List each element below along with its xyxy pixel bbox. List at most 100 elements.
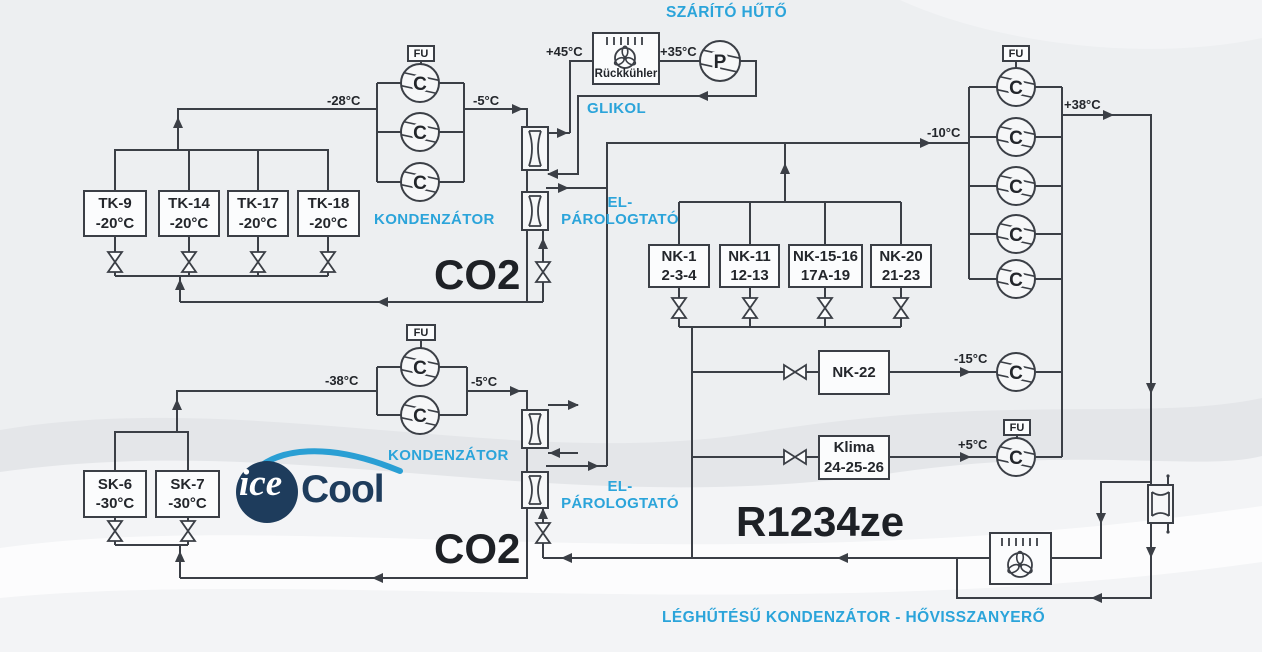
- valve-icon: [319, 251, 337, 273]
- flow-arrow-icon: [512, 104, 523, 114]
- compressor-symbol-label: C: [413, 173, 427, 194]
- tk-suction-temp: -28°C: [327, 93, 361, 108]
- air-cooled-condenser-box: [989, 532, 1052, 585]
- compressor-symbol: C: [996, 67, 1036, 107]
- background-band: [0, 506, 1262, 598]
- pump-symbol-label: P: [714, 52, 727, 73]
- szarito-huto-label: SZÁRÍTÓ HŰTŐ: [666, 4, 788, 21]
- valve-icon: [179, 520, 197, 542]
- tk14-cold-room-box: TK-14 -20°C: [158, 190, 220, 237]
- flow-arrow-icon: [561, 553, 572, 563]
- valve-icon: [534, 522, 552, 544]
- flow-arrow-icon: [172, 399, 182, 410]
- flow-arrow-icon: [372, 573, 383, 583]
- unit-sub: 24-25-26: [823, 458, 885, 476]
- valve-icon: [741, 297, 759, 319]
- unit-name: NK-15-16: [792, 247, 859, 265]
- compressor-symbol-label: C: [413, 358, 427, 379]
- unit-name: SK-7: [170, 475, 205, 493]
- dry-cooler-box: Rückkühler: [592, 32, 660, 85]
- co2-lower-label: CO2: [434, 525, 521, 572]
- label-line2: PÁROLOGTATÓ: [561, 211, 679, 229]
- klima-box: Klima 24-25-26: [818, 435, 890, 480]
- compressor-symbol-label: C: [1009, 225, 1023, 246]
- flow-arrow-icon: [568, 400, 579, 410]
- unit-name: SK-6: [97, 475, 133, 493]
- glycol-hot-temp: +45°C: [546, 44, 583, 59]
- compressor-symbol: C: [996, 352, 1036, 392]
- pipe-segment: [464, 108, 528, 127]
- unit-temp: -30°C: [168, 495, 207, 512]
- compressor-symbol-label: C: [413, 123, 427, 144]
- compressor-symbol: C: [400, 63, 440, 103]
- pipe-segment: [606, 142, 968, 466]
- sk6-freezer-box: SK-6 -30°C: [83, 470, 147, 518]
- nk1-group-box: NK-1 2-3-4: [648, 244, 710, 288]
- nk15-16-group-box: NK-15-16 17A-19: [788, 244, 863, 288]
- sk-discharge-temp: -5°C: [471, 374, 498, 389]
- flow-arrow-icon: [538, 508, 548, 519]
- unit-name: NK-1: [661, 247, 697, 265]
- pipe-segment: [180, 508, 528, 579]
- pipe-segment: [548, 60, 757, 175]
- fan-icon: [1001, 538, 1038, 578]
- vent-ticks-icon: [1001, 538, 1038, 546]
- compressor-symbol: C: [400, 347, 440, 387]
- flow-arrow-icon: [960, 452, 971, 462]
- nk22-box: NK-22: [818, 350, 890, 395]
- co2-upper-label: CO2: [434, 251, 521, 298]
- heat-exchanger-icon: [521, 126, 549, 171]
- flow-arrow-icon: [538, 238, 548, 249]
- heat-exchanger-icon: [521, 191, 549, 231]
- fan-icon: [606, 37, 643, 69]
- main-discharge-temp: +38°C: [1064, 97, 1101, 112]
- pipe-segment: [467, 390, 528, 410]
- valve-icon: [249, 251, 267, 273]
- flow-arrow-icon: [175, 279, 185, 290]
- compressor-symbol: C: [996, 259, 1036, 299]
- compressor-symbol-label: C: [1009, 270, 1023, 291]
- label-line2: PÁROLOGTATÓ: [561, 495, 679, 513]
- flow-arrow-icon: [377, 297, 388, 307]
- vfd-box: FU: [406, 324, 436, 341]
- flow-arrow-icon: [960, 367, 971, 377]
- unit-temp: -20°C: [169, 214, 209, 232]
- unit-sub: 12-13: [730, 267, 769, 284]
- pipe-segment: [177, 108, 377, 150]
- dry-cooler-label: Rückkühler: [594, 68, 658, 80]
- unit-temp: -30°C: [95, 495, 135, 512]
- flow-arrows: [172, 91, 1156, 603]
- logo-circle: [236, 461, 298, 523]
- elparologtato-lower-label: EL- PÁROLOGTATÓ: [555, 478, 685, 513]
- tk18-cold-room-box: TK-18 -20°C: [297, 190, 360, 237]
- sk7-freezer-box: SK-7 -30°C: [155, 470, 220, 518]
- valve-icon: [783, 448, 807, 466]
- tk9-cold-room-box: TK-9 -20°C: [83, 190, 147, 237]
- flow-arrow-icon: [837, 553, 848, 563]
- flow-arrow-icon: [920, 138, 931, 148]
- klima-suction-temp: +5°C: [958, 437, 988, 452]
- flow-arrow-icon: [558, 183, 569, 193]
- pipe-segment: [114, 431, 189, 470]
- valve-icon: [816, 297, 834, 319]
- compressor-symbol-label: C: [413, 406, 427, 427]
- vfd-box: FU: [1002, 45, 1030, 62]
- compressor-symbol: C: [400, 112, 440, 152]
- unit-name: Klima: [833, 439, 875, 456]
- flow-arrow-icon: [1096, 513, 1106, 524]
- unit-sub: 17A-19: [800, 267, 851, 284]
- unit-name: TK-17: [237, 195, 279, 212]
- sk-suction-temp: -38°C: [325, 373, 359, 388]
- unit-name: TK-18: [307, 195, 350, 212]
- vfd-label: FU: [1009, 421, 1025, 434]
- pipe-segment: [956, 523, 1152, 599]
- pipe-segment: [1062, 114, 1152, 485]
- flow-arrow-icon: [1146, 383, 1156, 394]
- valves: [106, 251, 910, 544]
- compressor-symbol: C: [996, 437, 1036, 477]
- compressor-symbol: C: [400, 162, 440, 202]
- unit-name: TK-14: [168, 195, 210, 212]
- valve-icon: [180, 251, 198, 273]
